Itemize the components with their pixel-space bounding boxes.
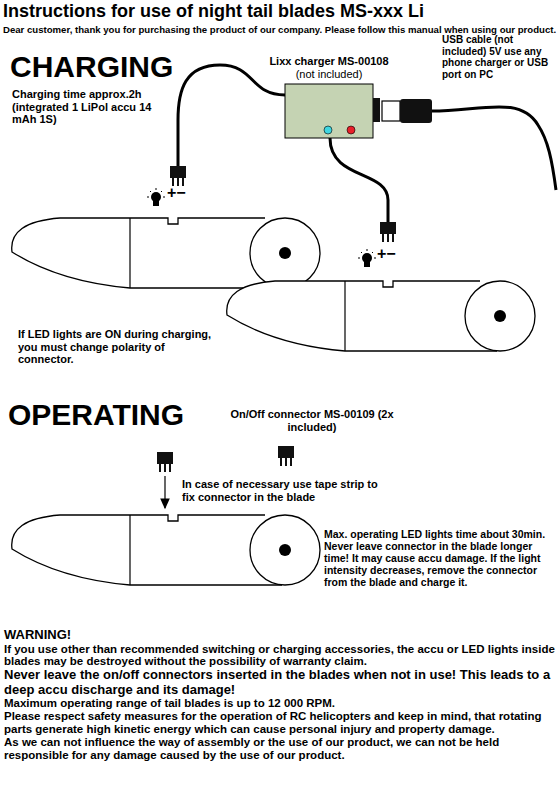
- charger-box: [285, 84, 373, 138]
- led: [347, 126, 355, 134]
- polarity-note: If LED lights are ON during charging, yo…: [18, 328, 223, 366]
- led: [324, 126, 332, 134]
- usb-socket: [373, 98, 380, 122]
- charge-connector: [170, 166, 186, 186]
- charging-note: Charging time approx.2h (integrated 1 Li…: [12, 88, 162, 126]
- warning-text: If you use other than recommended switch…: [4, 643, 556, 669]
- warning-text: As we can not influence the way of assem…: [4, 736, 556, 762]
- charge-connector: [380, 222, 396, 242]
- tail-blade: [227, 281, 535, 351]
- polarity-sign: +−: [377, 245, 407, 263]
- usb-plug: [382, 101, 400, 121]
- section-heading: CHARGING: [10, 50, 210, 85]
- charge-cable: [178, 65, 285, 166]
- charger-name: Lixx charger MS-00108: [244, 55, 414, 68]
- warning-text: Please respect safety measures for the o…: [4, 710, 556, 736]
- intro-text: Dear customer, thank you for purchasing …: [3, 24, 559, 35]
- page-title: Instructions for use of night tail blade…: [3, 1, 559, 22]
- polarity-sign: +−: [167, 184, 197, 202]
- usb-plug: [400, 99, 432, 123]
- warning-text: Maximum operating range of tail blades i…: [4, 697, 556, 710]
- insert-arrow: [164, 476, 165, 508]
- usb-note: USB cable (not included) 5V use any phon…: [442, 34, 558, 80]
- section-heading: OPERATING: [8, 398, 218, 433]
- operating-note: Max. operating LED lights time about 30m…: [324, 528, 558, 588]
- led-symbol: [147, 188, 165, 206]
- warning-text: Never leave the on/off connectors insert…: [4, 668, 556, 697]
- charge-cable: [330, 138, 388, 222]
- led-symbol: [358, 249, 376, 267]
- tail-blade: [12, 515, 320, 585]
- warning-heading: WARNING!: [4, 628, 556, 643]
- tail-blade: [12, 218, 320, 288]
- connector-label: On/Off connector MS-00109 (2x included): [212, 408, 412, 433]
- warning-block: WARNING!If you use other than recommende…: [4, 628, 556, 762]
- onoff-connector: [157, 452, 173, 472]
- charger-node: Lixx charger MS-00108(not included): [244, 55, 414, 80]
- onoff-connector: [278, 446, 294, 466]
- charger-note: (not included): [244, 68, 414, 81]
- tape-note: In case of necessary use tape strip to f…: [182, 478, 382, 503]
- usb-cable: [432, 107, 556, 190]
